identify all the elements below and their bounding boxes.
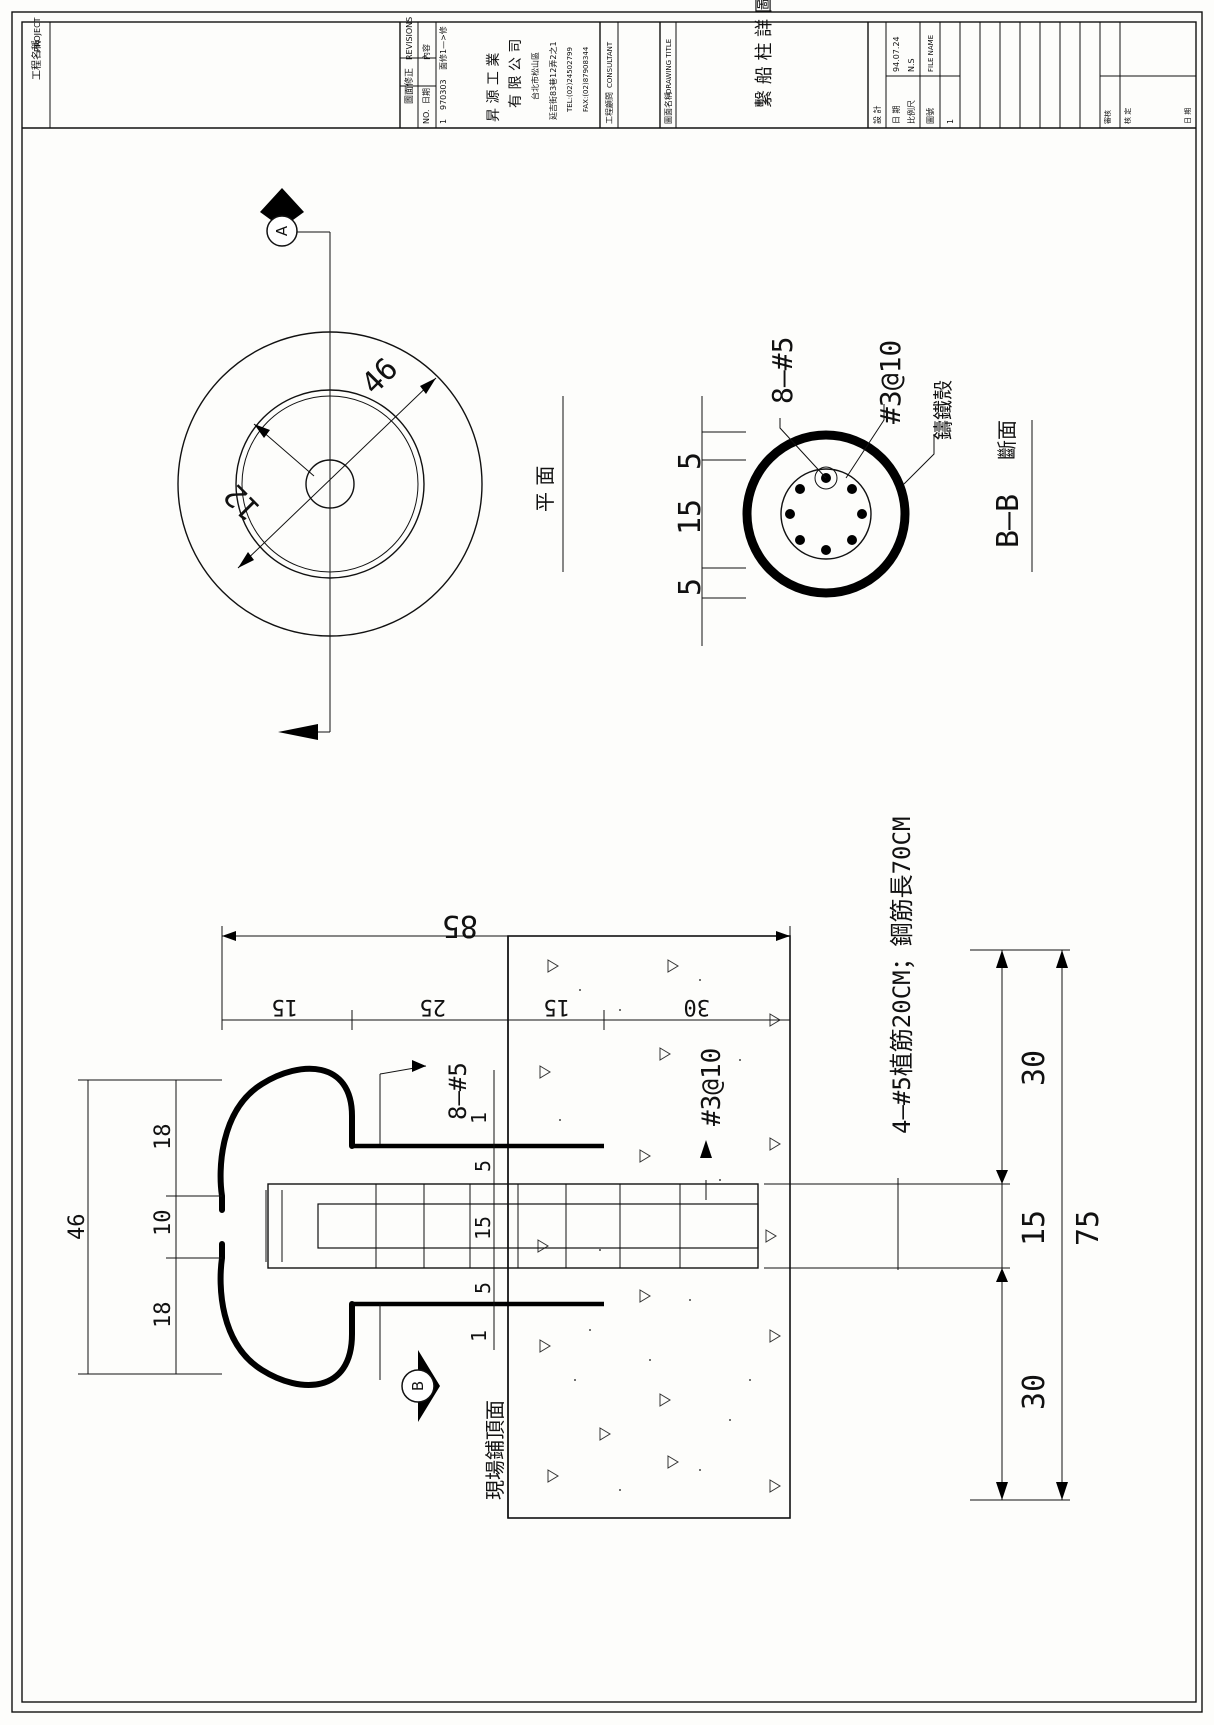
bb-shell-label: 鑄鐵殼 <box>931 380 955 440</box>
core-bar <box>317 1203 759 1249</box>
sign-approve: 核 定 <box>1123 108 1132 124</box>
bollard-head-lower <box>217 1241 355 1388</box>
elevation-view: 85 15 25 15 30 46 18 10 18 1 5 15 5 1 8—… <box>65 817 1106 1519</box>
elev-side-1-bottom: 1 <box>467 1330 491 1342</box>
elev-side-15: 15 <box>471 1216 495 1240</box>
plan-view: A 46 12 平 面 <box>177 188 564 740</box>
rev-date: 970303 <box>439 79 448 110</box>
date-value: 94.07.24 <box>892 36 901 72</box>
revisions-label: 圖面修正 <box>403 68 415 104</box>
elev-bottom-15: 15 <box>1017 1210 1052 1246</box>
title-block: 工程名稱 PROJECT 圖面修正 REVISIONS NO. 日期 內容 1 … <box>22 0 1196 129</box>
elev-stirrup-label: #3@10 <box>697 1048 727 1126</box>
drawing-title: 繫 船 柱 詳 圖 <box>754 0 775 108</box>
elev-left-10: 10 <box>151 1210 176 1237</box>
elev-side-1-top: 1 <box>467 1112 491 1124</box>
concrete-hatch <box>537 959 781 1493</box>
company-tel: TEL:(02)24502799 <box>566 47 574 113</box>
elev-bottom-30-right: 30 <box>1017 1374 1052 1410</box>
project-label-en: PROJECT <box>33 17 42 52</box>
elev-left-total: 46 <box>65 1214 90 1241</box>
elev-rebar-label: 8—#5 <box>444 1062 472 1120</box>
bollard-head-upper <box>217 1065 355 1213</box>
company-name-line2: 有 限 公 司 <box>508 39 524 108</box>
date-label: 日 期 <box>892 105 901 124</box>
rev-content-header: 內容 <box>421 44 431 60</box>
stirrup-ties <box>375 1184 681 1268</box>
bb-title-code: B—B <box>991 494 1026 548</box>
elev-dim-15-mid: 15 <box>544 994 571 1019</box>
company-fax: FAX:(02)87908344 <box>582 46 590 112</box>
elev-left-18-top: 18 <box>151 1124 176 1151</box>
elev-bottom-30-left: 30 <box>1017 1050 1052 1086</box>
file-value: 1 <box>946 119 955 124</box>
file-label: 圖號 <box>925 108 935 124</box>
elev-ground-label: 現場鋪頂面 <box>483 1400 507 1500</box>
rev-no-header: NO. <box>422 110 431 125</box>
bb-stirrup-circle <box>780 468 872 560</box>
consultant-label-en: CONSULTANT <box>606 41 614 88</box>
section-b-marker <box>401 1369 435 1403</box>
bb-dim-15: 15 <box>673 499 708 535</box>
design-label: 設 計 <box>872 105 882 124</box>
section-bb: 5 15 5 8—#5 #3@10 鑄鐵殼 B—B 斷面 <box>673 337 1033 646</box>
company-name-line1: 昇 源 工 業 <box>486 53 502 122</box>
outer-border <box>11 11 1203 1713</box>
scale-value: N.S <box>907 58 916 72</box>
scale-label: 比例尺 <box>906 100 916 124</box>
consultant-label: 工程顧問 <box>604 92 614 124</box>
bb-dim-5-bottom: 5 <box>673 578 708 596</box>
revisions-label-en: REVISIONS <box>405 17 414 60</box>
elev-left-18-bottom: 18 <box>151 1302 176 1329</box>
elev-anchor-note: 4—#5植筋20CM；鋼筋長70CM <box>888 817 916 1134</box>
drawing-title-label-en: DRAWING TITLE <box>665 39 673 94</box>
rev-date-header: 日期 <box>422 88 431 104</box>
drawing-title-label: 圖面名稱 <box>663 92 673 124</box>
plan-dim-inner: 12 <box>217 477 267 527</box>
sleeve <box>267 1183 759 1269</box>
plan-dim-outer: 46 <box>355 351 405 401</box>
elev-bottom-total: 75 <box>1071 1210 1106 1246</box>
elev-side-5-top: 5 <box>471 1160 495 1172</box>
bb-stirrup-label: #3@10 <box>874 340 907 424</box>
elev-dim-25: 25 <box>420 994 447 1019</box>
foundation-slab <box>507 935 791 1519</box>
section-a-label: A <box>273 225 291 236</box>
file-name-label-en: FILE NAME <box>927 35 935 72</box>
elev-dim-30: 30 <box>684 994 711 1019</box>
sign-review: 審核 <box>1103 110 1112 124</box>
elev-dim-15-top: 15 <box>272 994 299 1019</box>
bb-cast-iron-shell <box>742 430 910 598</box>
bb-dim-5-top: 5 <box>673 452 708 470</box>
bb-rebar-label: 8—#5 <box>766 337 799 404</box>
company-city: 台北市松山區 <box>530 52 540 100</box>
plan-title: 平 面 <box>533 466 557 512</box>
project-label: 工程名稱 <box>30 40 43 80</box>
bb-title-text: 斷面 <box>995 420 1019 460</box>
elev-side-5-bottom: 5 <box>471 1282 495 1294</box>
sign-date: 日 期 <box>1184 108 1192 124</box>
inner-border <box>21 21 1197 1703</box>
rev-content: 面修1—>修 <box>438 26 448 70</box>
section-b-label: B <box>409 1381 427 1391</box>
section-a-marker-top <box>266 215 298 247</box>
elev-total-height: 85 <box>442 908 478 943</box>
rev-no: 1 <box>439 119 448 124</box>
company-address: 延吉街83巷12弄2之1 <box>548 41 558 120</box>
